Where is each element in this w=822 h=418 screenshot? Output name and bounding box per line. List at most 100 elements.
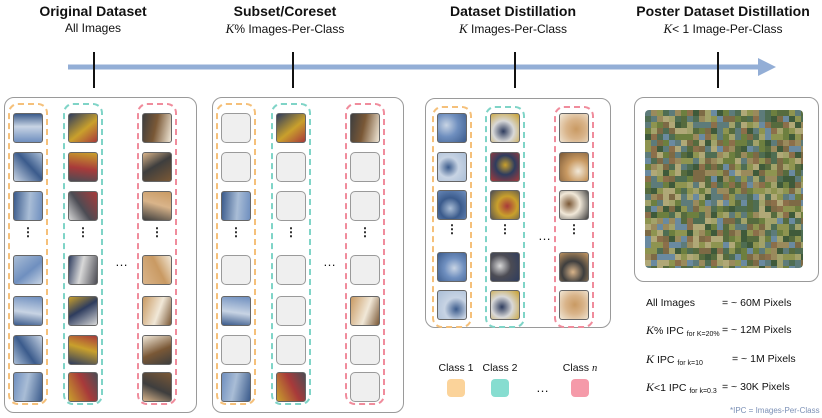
poster-pixel-block <box>645 158 651 164</box>
poster-pixel-block <box>777 224 783 230</box>
poster-pixel-block <box>795 254 801 260</box>
poster-pixel-block <box>765 128 771 134</box>
poster-pixel-block <box>681 188 687 194</box>
poster-pixel-block <box>735 146 741 152</box>
poster-pixel-block <box>789 140 795 146</box>
poster-pixel-block <box>777 212 783 218</box>
poster-pixel-block <box>651 152 657 158</box>
poster-pixel-block <box>675 242 681 248</box>
poster-pixel-block <box>717 236 723 242</box>
poster-pixel-block <box>795 152 801 158</box>
poster-pixel-block <box>699 164 705 170</box>
stage-subtitle: K Images-Per-Class <box>458 21 568 36</box>
subset-placeholder-thumb <box>276 152 306 182</box>
poster-pixel-block <box>741 200 747 206</box>
poster-pixel-block <box>669 212 675 218</box>
poster-pixel-block <box>669 158 675 164</box>
poster-pixel-block <box>711 212 717 218</box>
poster-pixel-block <box>675 128 681 134</box>
poster-pixel-block <box>675 206 681 212</box>
poster-pixel-block <box>699 158 705 164</box>
poster-pixel-block <box>801 116 803 122</box>
poster-pixel-block <box>777 110 783 116</box>
subset-image-thumb <box>221 372 251 402</box>
poster-pixel-block <box>771 248 777 254</box>
poster-pixel-block <box>657 122 663 128</box>
poster-pixel-block <box>693 218 699 224</box>
poster-pixel-block <box>699 248 705 254</box>
poster-pixel-block <box>771 230 777 236</box>
poster-pixel-block <box>795 164 801 170</box>
distill-synthetic-thumb <box>490 152 520 182</box>
original-image-thumb <box>68 335 98 365</box>
poster-pixel-block <box>687 230 693 236</box>
poster-pixel-block <box>645 188 651 194</box>
poster-pixel-block <box>789 194 795 200</box>
poster-pixel-block <box>657 128 663 134</box>
poster-pixel-block <box>741 266 747 268</box>
poster-pixel-block <box>705 152 711 158</box>
poster-pixel-block <box>741 128 747 134</box>
original-image-thumb <box>13 113 43 143</box>
poster-pixel-block <box>741 140 747 146</box>
original-image-thumb <box>68 113 98 143</box>
poster-pixel-block <box>651 254 657 260</box>
original-vdots: ⋮ <box>77 225 89 239</box>
poster-pixel-block <box>741 242 747 248</box>
poster-pixel-block <box>753 188 759 194</box>
stat-all-images-value: = ~ 60M Pixels <box>722 297 792 309</box>
poster-pixel-block <box>657 218 663 224</box>
poster-pixel-block <box>747 260 753 266</box>
poster-pixel-block <box>693 140 699 146</box>
original-image-thumb <box>13 255 43 285</box>
poster-pixel-block <box>759 116 765 122</box>
poster-pixel-block <box>735 266 741 268</box>
poster-pixel-block <box>801 254 803 260</box>
poster-pixel-block <box>711 218 717 224</box>
poster-pixel-block <box>783 164 789 170</box>
legend-class2-label: Class 2 <box>482 362 518 374</box>
subset-placeholder-thumb <box>276 191 306 221</box>
poster-pixel-block <box>669 110 675 116</box>
original-image-thumb <box>142 152 172 182</box>
poster-pixel-block <box>681 110 687 116</box>
poster-pixel-block <box>759 254 765 260</box>
poster-pixel-block <box>675 182 681 188</box>
poster-pixel-block <box>777 164 783 170</box>
poster-pixel-block <box>669 134 675 140</box>
legend-class1-swatch <box>447 379 465 397</box>
poster-pixel-block <box>663 170 669 176</box>
poster-pixel-block <box>789 116 795 122</box>
distill-class1-group <box>432 106 472 328</box>
poster-pixel-block <box>675 218 681 224</box>
subset-image-thumb <box>350 296 380 326</box>
poster-pixel-block <box>681 122 687 128</box>
poster-pixel-block <box>705 134 711 140</box>
distill-vdots: ⋮ <box>499 222 511 236</box>
poster-pixel-block <box>693 170 699 176</box>
poster-pixel-block <box>753 110 759 116</box>
poster-pixel-block <box>765 200 771 206</box>
poster-pixel-block <box>645 212 651 218</box>
poster-pixel-block <box>795 230 801 236</box>
poster-pixel-block <box>717 260 723 266</box>
poster-pixel-block <box>705 236 711 242</box>
poster-pixel-block <box>723 236 729 242</box>
distill-synthetic-thumb <box>559 152 589 182</box>
poster-pixel-block <box>657 248 663 254</box>
poster-pixel-block <box>651 266 657 268</box>
original-image-thumb <box>142 255 172 285</box>
poster-pixel-block <box>687 242 693 248</box>
poster-pixel-block <box>675 176 681 182</box>
original-vdots: ⋮ <box>151 225 163 239</box>
original-image-thumb <box>68 152 98 182</box>
poster-pixel-block <box>669 170 675 176</box>
poster-pixel-block <box>681 182 687 188</box>
poster-pixel-block <box>783 212 789 218</box>
poster-pixel-block <box>777 158 783 164</box>
original-vdots: ⋮ <box>22 225 34 239</box>
original-image-thumb <box>13 152 43 182</box>
poster-pixel-block <box>729 182 735 188</box>
subset-placeholder-thumb <box>350 255 380 285</box>
poster-pixel-block <box>693 182 699 188</box>
